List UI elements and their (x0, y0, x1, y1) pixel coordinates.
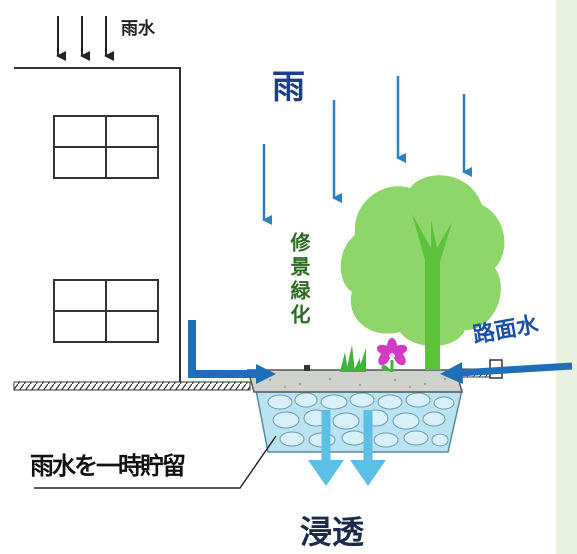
roof-drain-arrow (188, 320, 276, 384)
temporary-storage-label: 雨水を一時貯留 (30, 452, 186, 480)
infiltration-arrows (308, 410, 386, 486)
roof-rain-arrows (56, 16, 114, 61)
rain-arrows (262, 76, 472, 225)
road-water-arrow (440, 362, 573, 384)
landscape-greening-label: 修景緑化 (287, 232, 311, 328)
infiltration-label: 浸透 (300, 513, 365, 551)
building-outline (14, 67, 181, 385)
ground-hatch-left (13, 381, 251, 391)
concrete-planter (247, 369, 463, 393)
flower (376, 338, 408, 372)
storage-leader-line (34, 435, 277, 489)
gravel-bed (255, 389, 463, 453)
concrete-texture (268, 377, 447, 388)
rain-label: 雨 (272, 67, 305, 106)
building (14, 67, 181, 386)
rainwater-label: 雨水 (121, 19, 155, 39)
tree (340, 175, 505, 370)
grass (340, 345, 366, 372)
inlet-marker (304, 365, 310, 371)
